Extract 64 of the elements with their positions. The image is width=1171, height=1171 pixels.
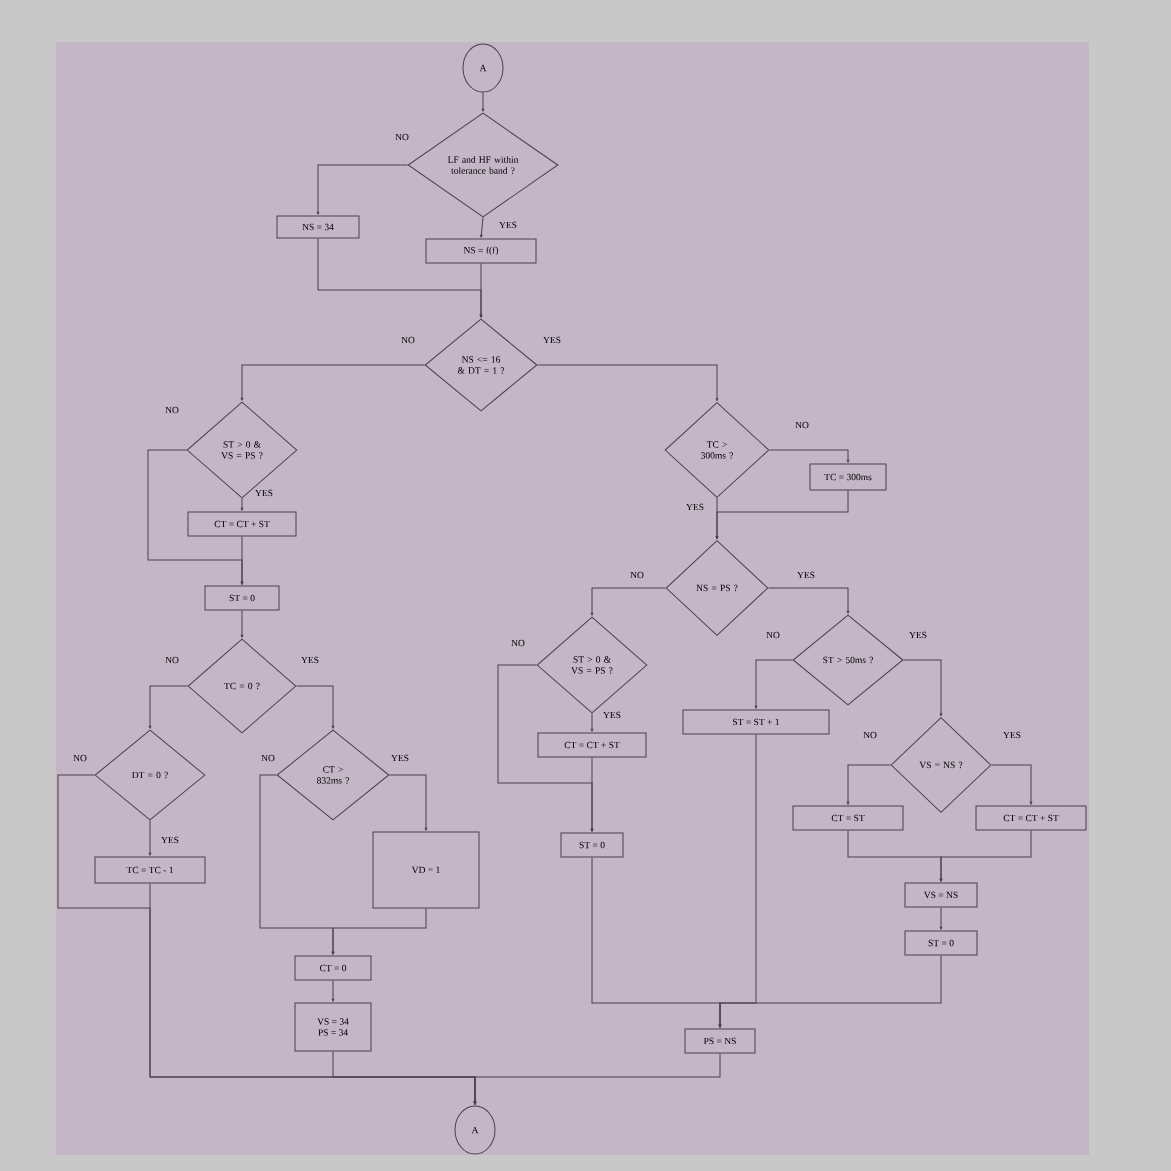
- arrow: [590, 587, 666, 616]
- arrow: [473, 1053, 721, 1105]
- process-box: VS = NS: [904, 882, 978, 908]
- edge-label: NO: [164, 405, 180, 415]
- edge-label: NO: [794, 420, 810, 430]
- arrow: [331, 908, 427, 955]
- arrow: [991, 764, 1033, 805]
- process-box: ST = 0: [204, 585, 280, 611]
- arrow: [296, 685, 335, 729]
- edge-label: NO: [629, 570, 645, 580]
- edge-label: YES: [390, 753, 410, 763]
- process-box: CT = 0: [294, 955, 372, 981]
- arrow: [316, 164, 408, 215]
- edge-label: YES: [254, 488, 274, 498]
- edge-label: NO: [394, 132, 410, 142]
- process-box: ST = 0: [560, 832, 624, 858]
- edge-label: NO: [164, 655, 180, 665]
- arrow: [590, 757, 594, 832]
- edge-label: YES: [498, 220, 518, 230]
- arrow: [240, 498, 244, 511]
- arrow: [148, 820, 152, 856]
- edge-label: NO: [72, 753, 88, 763]
- edge-label: YES: [796, 570, 816, 580]
- process-box: NS = f(f): [425, 238, 537, 264]
- edge-label: YES: [685, 502, 705, 512]
- arrow: [148, 685, 188, 729]
- edge-label: YES: [542, 335, 562, 345]
- process-box: ST = ST + 1: [682, 709, 830, 735]
- process-box: CT = CT + ST: [975, 805, 1087, 831]
- process-box: ST = 0: [904, 930, 978, 956]
- arrow: [240, 610, 244, 638]
- arrow: [537, 364, 719, 402]
- process-box: PS = NS: [684, 1028, 756, 1054]
- arrow: [939, 830, 1032, 882]
- edge-label: YES: [1002, 730, 1022, 740]
- edge-label: NO: [510, 638, 526, 648]
- arrow: [846, 764, 891, 805]
- arrow: [769, 449, 850, 463]
- arrow: [768, 587, 850, 614]
- edge-label: NO: [862, 730, 878, 740]
- arrow: [715, 490, 849, 540]
- process-box: CT = ST: [792, 805, 904, 831]
- arrow: [240, 536, 244, 585]
- arrow: [479, 263, 483, 318]
- edge-label: NO: [260, 753, 276, 763]
- arrow: [240, 364, 425, 401]
- edge-label: YES: [908, 630, 928, 640]
- arrow: [481, 92, 485, 112]
- arrow: [331, 980, 335, 1002]
- arrow: [754, 659, 793, 709]
- edge-label: YES: [300, 655, 320, 665]
- process-box: TC = TC - 1: [94, 856, 206, 884]
- process-box: VS = 34 PS = 34: [294, 1002, 372, 1052]
- edge-label: NO: [400, 335, 416, 345]
- arrow: [903, 659, 943, 717]
- edge-label: YES: [160, 835, 180, 845]
- arrow: [590, 713, 594, 732]
- process-box: VD = 1: [372, 831, 480, 909]
- arrow: [718, 955, 942, 1028]
- process-box: TC = 300ms: [809, 463, 887, 491]
- arrow: [389, 774, 428, 831]
- process-box: NS = 34: [276, 215, 360, 239]
- arrow: [479, 217, 484, 238]
- arrow: [939, 907, 943, 930]
